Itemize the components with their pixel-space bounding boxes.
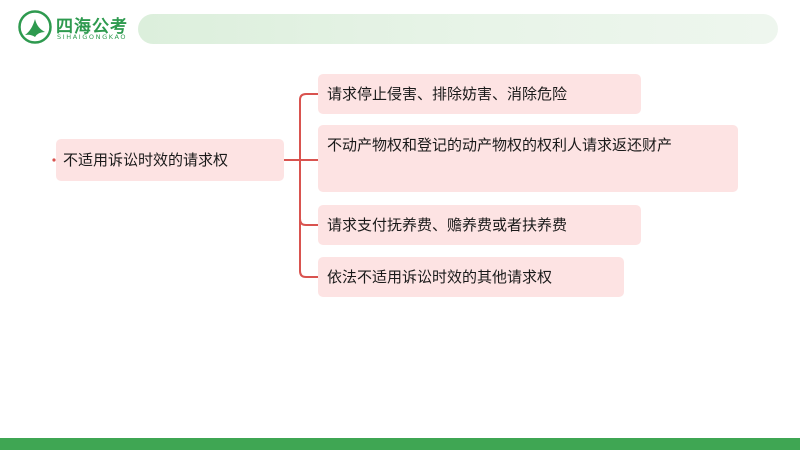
branch-connector-3 [299,160,318,226]
child-node-4: 依法不适用诉讼时效的其他请求权 [318,257,624,297]
header-bar [138,14,778,44]
child-node-2: 不动产物权和登记的动产物权的权利人请求返还财产 [318,125,738,192]
logo-mark-icon [18,10,52,44]
root-bullet-dot [52,158,56,162]
child-node-1: 请求停止侵害、排除妨害、消除危险 [318,74,641,114]
brand-logo: 四海公考 SIHAIGONGKAO [18,10,138,46]
logo-subtitle: SIHAIGONGKAO [57,33,128,41]
branch-connector-4 [299,160,318,278]
child-node-3: 请求支付抚养费、赡养费或者扶养费 [318,205,641,245]
footer-bar [0,438,800,450]
root-node: 不适用诉讼时效的请求权 [56,139,284,181]
branch-connector-1 [299,93,318,160]
logo-name: 四海公考 [56,17,128,37]
